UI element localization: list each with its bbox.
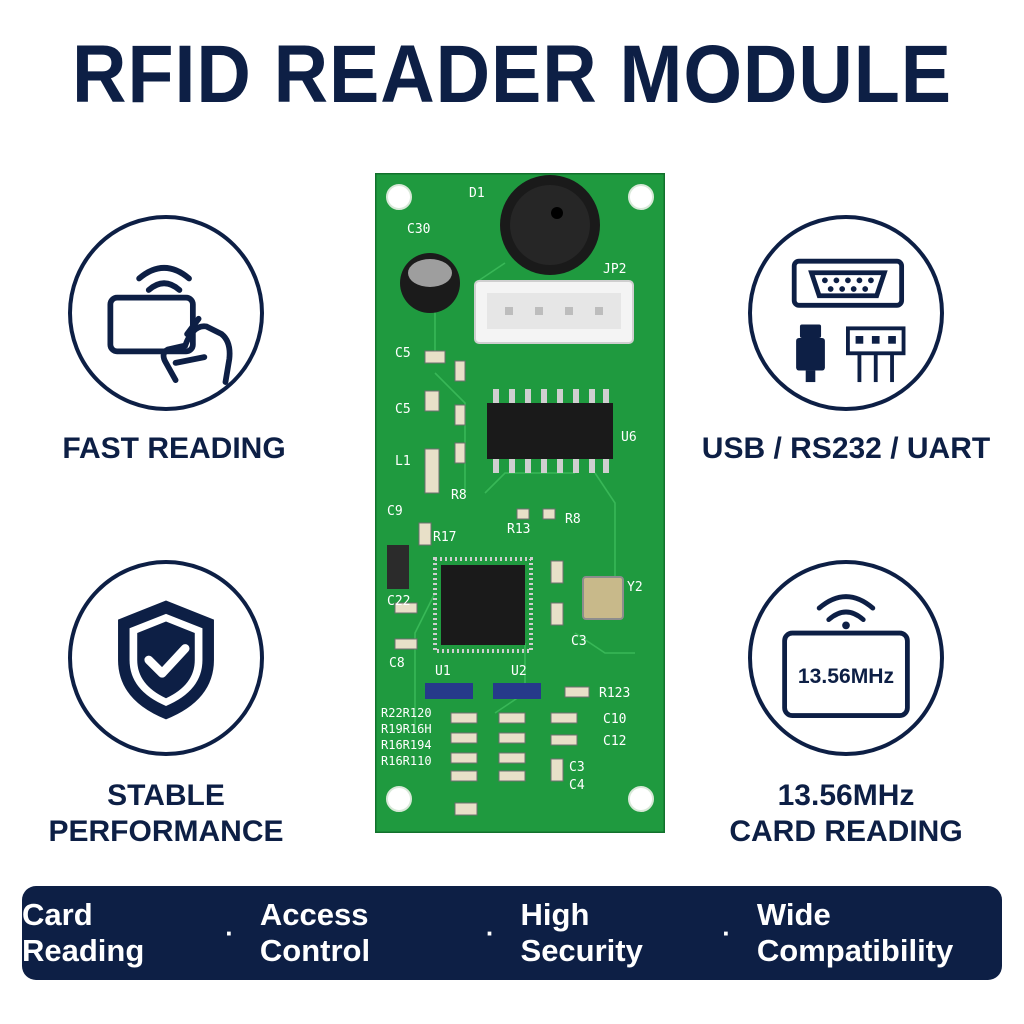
silk-c8: C8: [389, 656, 405, 671]
bar-item-wide-compatibility: Wide Compatibility: [756, 897, 954, 968]
silk-r8a: R8: [565, 512, 581, 527]
stable-line-2: PERFORMANCE: [48, 815, 284, 848]
connector-ports-icon: [791, 258, 906, 383]
stable-line-1: STABLE: [107, 779, 225, 812]
silk-r123: R123: [599, 686, 630, 701]
frequency-badge: 13.56MHz: [748, 560, 944, 756]
fast-reading-badge: [68, 215, 264, 411]
silk-c9: C9: [387, 504, 403, 519]
frequency-label: 13.56MHz CARD READING: [696, 778, 996, 850]
silk-r16b: R16R110: [381, 754, 432, 768]
stable-performance-badge: [68, 560, 264, 756]
silk-c5b: C5: [395, 402, 411, 417]
silk-l1: L1: [395, 454, 411, 469]
bar-item-card-reading: Card Reading: [22, 897, 145, 968]
bar-item-access-control: Access Control: [259, 897, 371, 968]
bar-separator: ·: [485, 917, 495, 948]
silk-r13: R13: [507, 522, 530, 537]
freq-line-1: 13.56MHz: [777, 779, 915, 812]
silk-d1: D1: [469, 186, 485, 201]
fast-reading-label: FAST READING: [62, 432, 286, 465]
silk-y2: Y2: [627, 580, 643, 595]
silk-u2: U2: [511, 664, 527, 679]
silk-c10: C10: [603, 712, 626, 727]
silk-c3b: C3: [569, 760, 585, 775]
shield-check-icon: [118, 600, 214, 720]
silk-c3: C3: [571, 634, 587, 649]
bar-separator: ·: [225, 917, 234, 948]
rfid-card-hand-icon: [107, 265, 233, 385]
silk-r22: R22R120: [381, 706, 432, 720]
silk-c12: C12: [603, 734, 626, 749]
interfaces-badge: [748, 215, 944, 411]
silk-c30: C30: [407, 222, 430, 237]
silk-c4: C4: [569, 778, 585, 793]
silk-r16a: R16R194: [381, 738, 432, 752]
stable-performance-label: STABLE PERFORMANCE: [16, 778, 316, 850]
bar-separator: ·: [722, 917, 731, 948]
bar-item-high-security: High Security: [520, 897, 643, 968]
freq-line-2: CARD READING: [729, 815, 963, 848]
silk-c5a: C5: [395, 346, 411, 361]
interfaces-label: USB / RS232 / UART: [701, 432, 991, 465]
silk-r19: R19R16H: [381, 722, 432, 736]
rfid-pcb-board: D1 C30 JP2 C5 C5 L1 U6 R8 R13 R17 R8 C9 …: [373, 171, 667, 835]
frequency-badge-text: 13.56MHz: [798, 665, 894, 688]
pcb-illustration: D1 C30 JP2 C5 C5 L1 U6 R8 R13 R17 R8 C9 …: [373, 171, 667, 835]
silk-r17: R17: [433, 530, 456, 545]
nfc-frequency-icon: 13.56MHz: [782, 594, 910, 718]
silk-c22: C22: [387, 594, 410, 609]
silk-r8b: R8: [451, 488, 467, 503]
silk-u1: U1: [435, 664, 451, 679]
page-title: RFID READER MODULE: [72, 29, 952, 120]
silk-u6: U6: [621, 430, 637, 445]
silk-jp2: JP2: [603, 262, 626, 277]
feature-bar: Card Reading · Access Control · High Sec…: [22, 886, 1002, 980]
